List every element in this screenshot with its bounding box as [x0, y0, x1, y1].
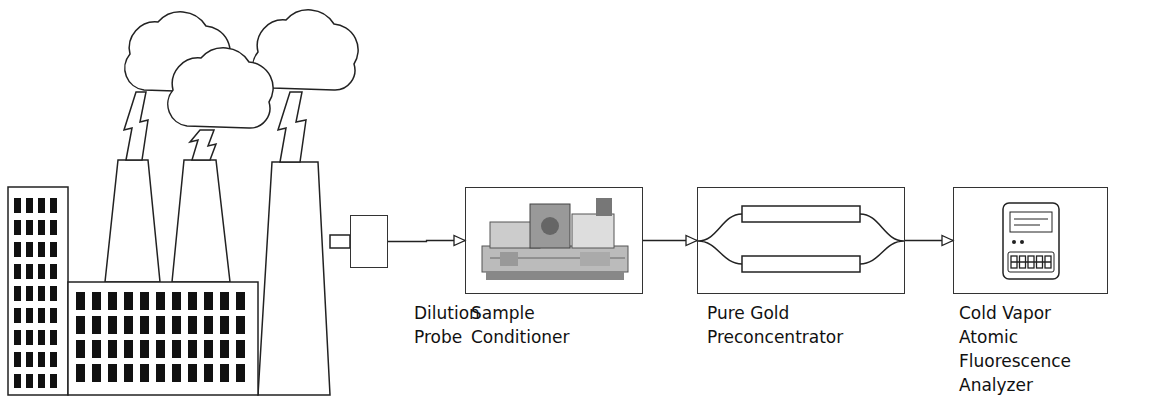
node-caption: Pure Gold Preconcentrator [707, 301, 887, 349]
node-label: Cold Vapor Atomic Fluorescence Analyzer [959, 301, 1109, 397]
node-label: Pure Gold Preconcentrator [707, 301, 887, 349]
process-box: Pure Gold Preconcentrator [697, 187, 905, 294]
arrow-head [454, 236, 465, 246]
arrow-head [686, 236, 697, 246]
analyzer-instrument [1003, 203, 1059, 279]
gold-traps [698, 206, 904, 272]
process-box: Dilution Probe [350, 215, 388, 268]
arrow-head [942, 236, 953, 246]
process-box: Cold Vapor Atomic Fluorescence Analyzer [953, 187, 1108, 294]
flow-arrow [905, 236, 953, 246]
node-caption: Sample Conditioner [471, 301, 591, 349]
flow-arrow [643, 236, 697, 246]
process-box: Sample Conditioner [465, 187, 643, 294]
factory [8, 160, 350, 395]
flow-arrow [388, 236, 465, 246]
conditioner-machine [482, 198, 628, 280]
smoke [124, 10, 358, 162]
node-label: Sample Conditioner [471, 301, 591, 349]
node-caption: Cold Vapor Atomic Fluorescence Analyzer [959, 301, 1109, 397]
